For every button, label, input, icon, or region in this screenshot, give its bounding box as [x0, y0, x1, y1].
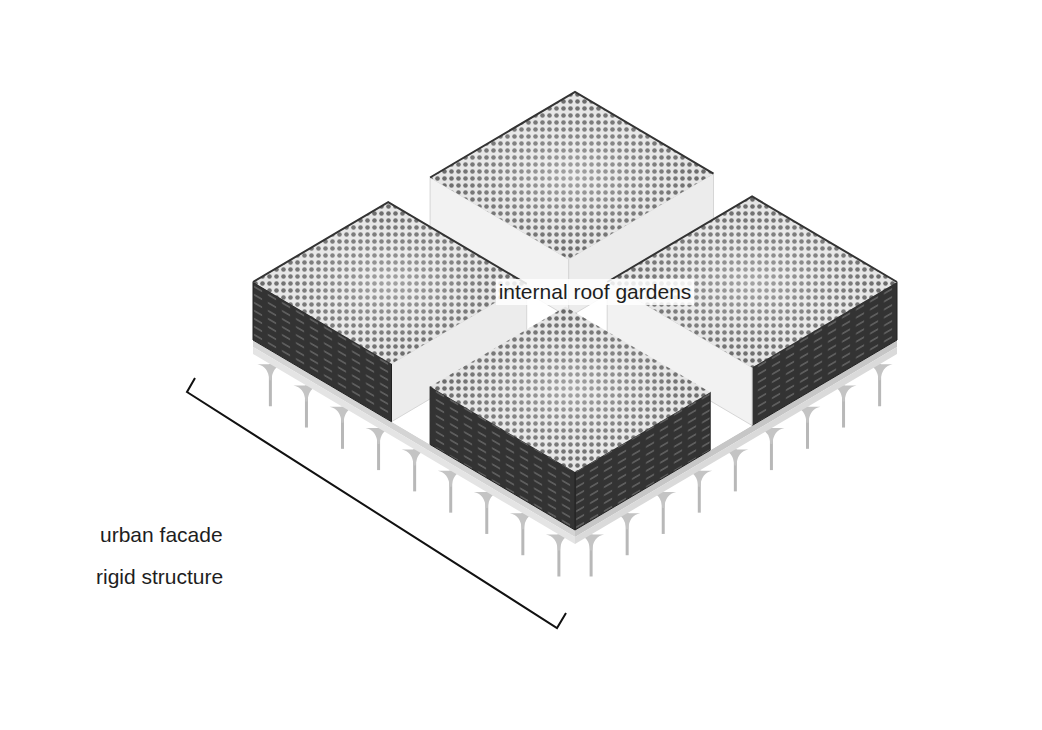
- roof-edge: [607, 197, 897, 283]
- roof-garden-shade: [253, 202, 527, 364]
- roof-edge: [253, 202, 527, 284]
- bracket-line: [187, 378, 566, 628]
- roof-garden-shade: [430, 92, 713, 259]
- roof-garden: [253, 202, 527, 364]
- facade-label: urban facade: [100, 522, 223, 547]
- roof-garden-shade: [430, 307, 710, 472]
- structure-label: rigid structure: [96, 564, 223, 589]
- roof-garden: [430, 92, 713, 259]
- roof-edge: [430, 92, 713, 178]
- roof-garden-label: internal roof gardens: [496, 279, 695, 304]
- roof-garden: [430, 307, 710, 472]
